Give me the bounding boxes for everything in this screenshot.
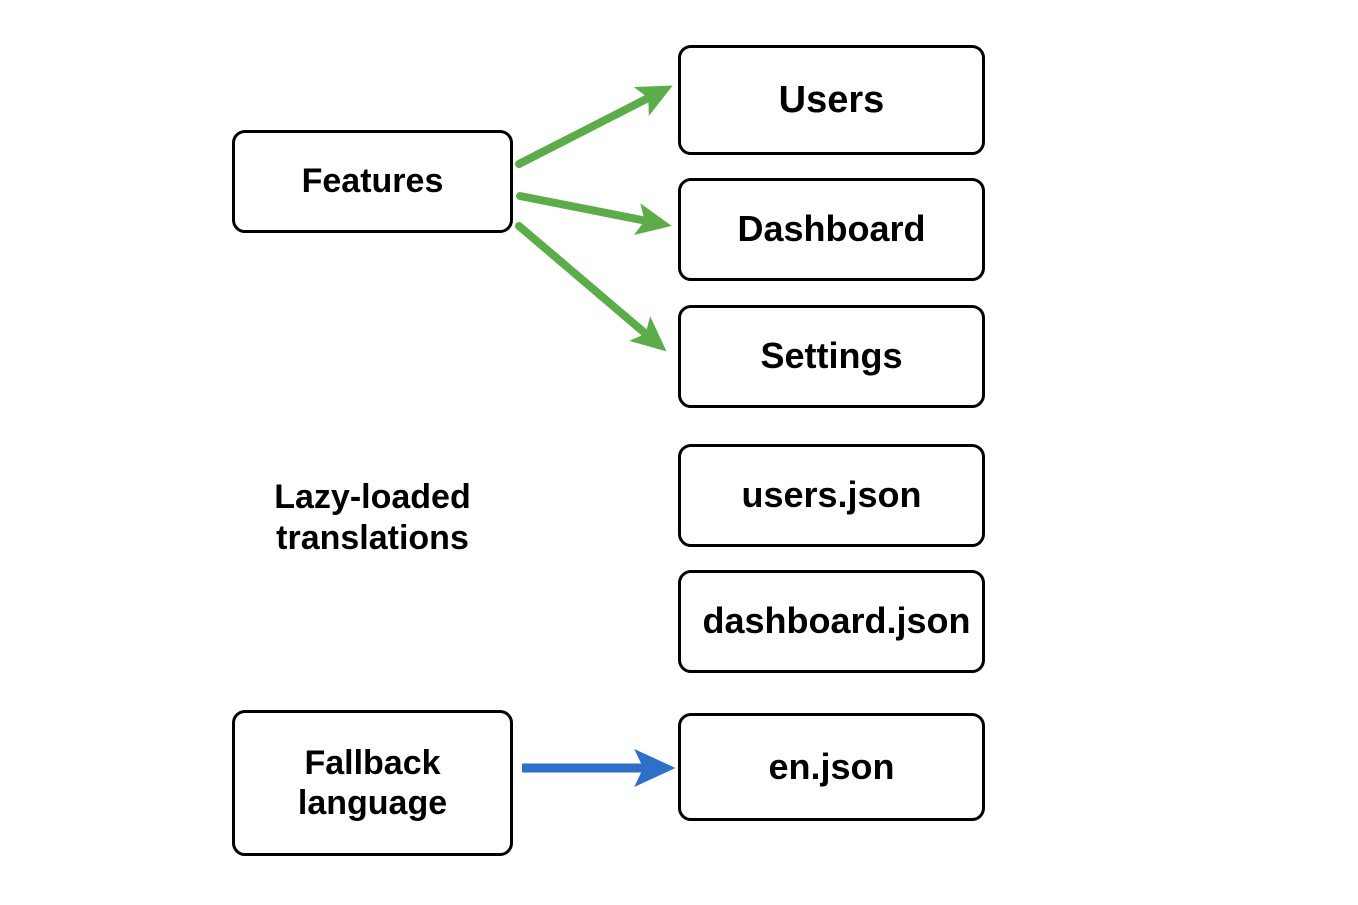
edge-features-to-users	[515, 85, 673, 168]
node-features-label: Features	[301, 162, 444, 201]
edge-features-to-dashboard	[516, 192, 672, 235]
edge-features-to-settings	[515, 222, 667, 352]
node-settings-label: Settings	[760, 335, 903, 377]
node-users-json[interactable]: users.json	[678, 444, 985, 547]
node-dashboard-json[interactable]: dashboard.json	[678, 570, 985, 673]
node-dashboard-label: Dashboard	[737, 208, 926, 250]
node-fallback-language-label: Fallback language	[297, 743, 448, 822]
node-users[interactable]: Users	[678, 45, 985, 155]
label-lazy-loaded-translations: Lazy-loaded translations	[274, 478, 471, 558]
node-dashboard[interactable]: Dashboard	[678, 178, 985, 281]
node-dashboard-json-label: dashboard.json	[702, 600, 971, 642]
node-features[interactable]: Features	[232, 130, 513, 233]
node-en-json[interactable]: en.json	[678, 713, 985, 821]
node-fallback-language[interactable]: Fallback language	[232, 710, 513, 856]
node-en-json-label: en.json	[768, 745, 895, 787]
node-users-json-label: users.json	[741, 474, 922, 516]
node-users-label: Users	[778, 78, 885, 121]
node-settings[interactable]: Settings	[678, 305, 985, 408]
